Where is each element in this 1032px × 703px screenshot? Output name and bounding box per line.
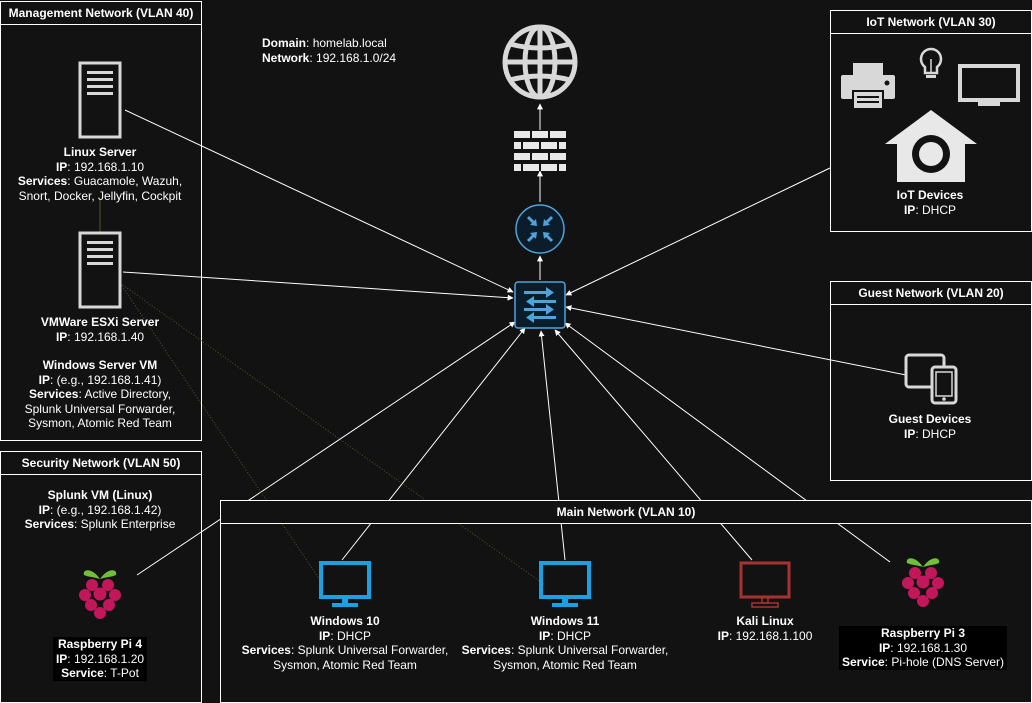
link-iot-switch xyxy=(565,167,831,296)
network-info: Domain: homelab.local Network: 192.168.1… xyxy=(262,36,397,65)
link-win11-switch xyxy=(538,330,566,561)
server-icon xyxy=(78,231,122,309)
smart-home-icon xyxy=(885,110,977,182)
link-guest-switch xyxy=(565,305,907,376)
link-rpi3-switch xyxy=(564,322,891,563)
domain-value: homelab.local xyxy=(312,36,387,50)
globe-icon xyxy=(502,24,578,100)
monitor-icon xyxy=(539,561,591,607)
printer-icon xyxy=(841,63,895,109)
raspberry-pi-icon xyxy=(902,558,944,607)
guest-devices-label: Guest Devices IP: DHCP xyxy=(888,412,972,441)
lightbulb-icon xyxy=(919,47,943,78)
iot-network-title: IoT Network (VLAN 30) xyxy=(830,10,1032,34)
rpi4-label: Raspberry Pi 4 IP: 192.168.1.20 Service:… xyxy=(52,637,148,681)
security-network-title: Security Network (VLAN 50) xyxy=(0,451,202,475)
monitor-icon xyxy=(739,561,791,608)
devices-icon xyxy=(904,353,958,405)
link-linux-server-switch xyxy=(124,109,514,293)
monitor-icon xyxy=(319,561,371,607)
vm-link-win11 xyxy=(119,282,546,586)
link-esxi-switch xyxy=(122,271,514,301)
management-network-title: Management Network (VLAN 40) xyxy=(0,1,202,25)
firewall-icon xyxy=(514,131,566,171)
link-rpi4-switch xyxy=(136,321,516,576)
domain-label: Domain xyxy=(262,36,307,50)
network-label: Network xyxy=(262,51,310,65)
windows11-label: Windows 11 IP: DHCP Services: Splunk Uni… xyxy=(461,614,669,672)
main-network-title: Main Network (VLAN 10) xyxy=(220,500,1032,524)
link-win10-switch xyxy=(341,327,526,561)
switch-icon xyxy=(514,281,566,329)
link-kali-switch xyxy=(554,329,753,561)
server-icon xyxy=(78,61,122,139)
windows10-label: Windows 10 IP: DHCP Services: Splunk Uni… xyxy=(241,614,449,672)
rpi3-label: Raspberry Pi 3 IP: 192.168.1.30 Service:… xyxy=(838,626,1008,670)
windows-server-vm-label: Windows Server VM IP: (e.g., 192.168.1.4… xyxy=(24,358,176,430)
router-icon xyxy=(515,204,565,254)
guest-network-title: Guest Network (VLAN 20) xyxy=(830,281,1032,305)
esxi-server-label: VMWare ESXi Server IP: 192.168.1.40 xyxy=(40,315,160,344)
linux-server-label: Linux Server IP: 192.168.1.10 Services: … xyxy=(17,145,183,203)
kali-linux-label: Kali Linux IP: 192.168.1.100 xyxy=(717,614,813,643)
raspberry-pi-icon xyxy=(79,570,121,619)
monitor-icon xyxy=(958,64,1020,106)
iot-devices-label: IoT Devices IP: DHCP xyxy=(896,188,964,217)
network-value: 192.168.1.0/24 xyxy=(316,51,397,65)
splunk-vm-label: Splunk VM (Linux) IP: (e.g., 192.168.1.4… xyxy=(24,488,176,531)
